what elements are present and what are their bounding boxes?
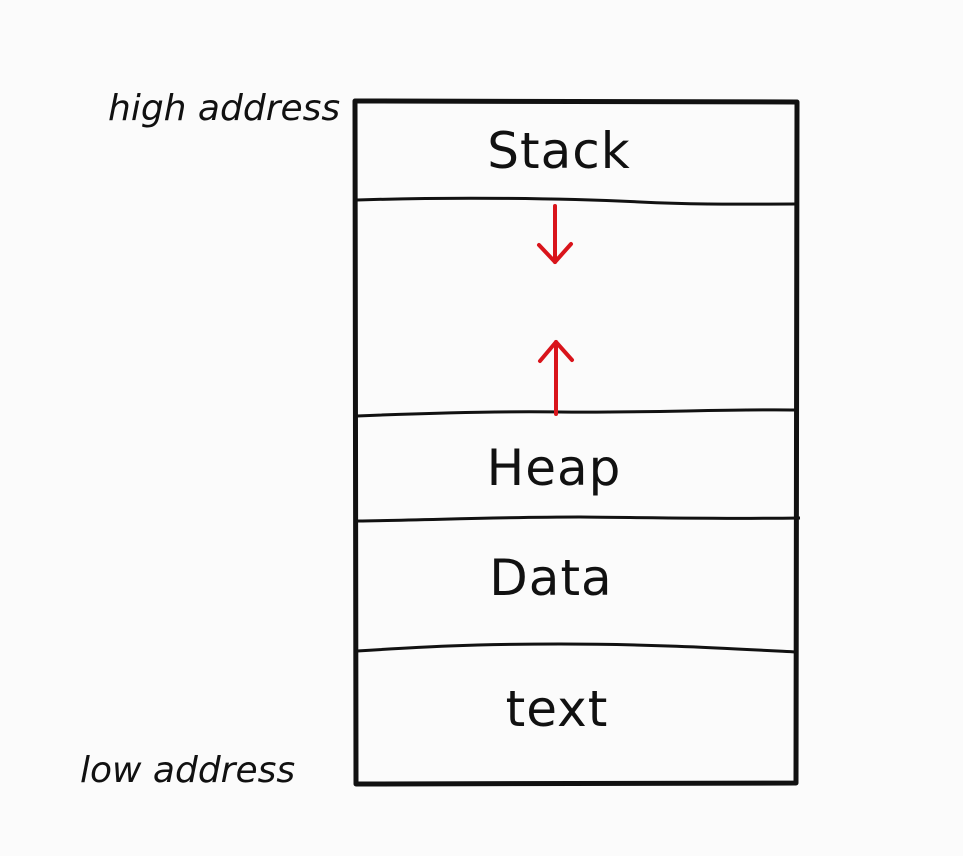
memory-frame: [352, 98, 800, 787]
high-address-label: high address: [108, 88, 340, 129]
heap-label: Heap: [487, 439, 622, 497]
divider-gap-heap: [356, 408, 797, 418]
low-address-label: low address: [80, 750, 295, 791]
heap-growth-up-arrow: [538, 340, 574, 416]
divider-heap-data: [356, 515, 801, 523]
divider-stack-gap: [356, 196, 797, 206]
divider-data-text: [356, 642, 797, 654]
text-label: text: [506, 680, 609, 738]
stack-label: Stack: [487, 122, 630, 180]
stack-growth-down-arrow: [537, 204, 573, 264]
data-label: Data: [489, 549, 612, 607]
